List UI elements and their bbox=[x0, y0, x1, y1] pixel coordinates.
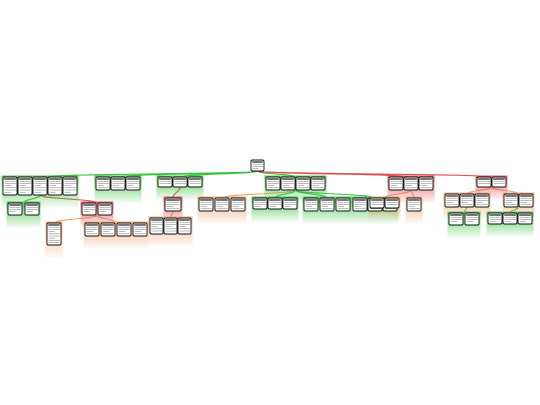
root-node[interactable] bbox=[250, 159, 265, 172]
node-g2-1[interactable] bbox=[95, 176, 111, 191]
node-g5a-2[interactable] bbox=[384, 197, 400, 209]
node-g2-2[interactable] bbox=[110, 176, 126, 191]
node-g4c-1[interactable] bbox=[303, 197, 319, 212]
node-g4a-2[interactable] bbox=[214, 197, 230, 212]
node-g1d-2[interactable] bbox=[100, 222, 116, 237]
node-g1b-1[interactable] bbox=[81, 202, 97, 216]
node-g3b-3[interactable] bbox=[177, 217, 192, 235]
node-g3-3[interactable] bbox=[187, 176, 203, 188]
node-g2-3[interactable] bbox=[125, 176, 141, 191]
node-g6a-2[interactable] bbox=[459, 193, 475, 208]
node-g1d-4[interactable] bbox=[132, 222, 148, 237]
node-g6c-1[interactable] bbox=[448, 212, 464, 226]
node-g4a-1[interactable] bbox=[198, 197, 214, 212]
node-g5-2[interactable] bbox=[403, 176, 419, 191]
node-g4a-3[interactable] bbox=[230, 197, 246, 212]
node-g1-5[interactable] bbox=[62, 176, 78, 196]
node-g5b-1[interactable] bbox=[406, 197, 422, 212]
node-g6d-2[interactable] bbox=[502, 212, 518, 225]
node-g6a-3[interactable] bbox=[474, 193, 490, 208]
node-g4b-3[interactable] bbox=[282, 197, 298, 210]
node-g4d-1[interactable] bbox=[352, 197, 368, 212]
node-g4c-2[interactable] bbox=[319, 197, 335, 212]
node-g6b-1[interactable] bbox=[503, 193, 519, 208]
node-g5a-1[interactable] bbox=[369, 197, 385, 209]
node-g1a-2[interactable] bbox=[24, 202, 40, 216]
node-g6d-3[interactable] bbox=[517, 212, 533, 225]
node-g5-3[interactable] bbox=[418, 176, 434, 191]
node-g3b-1[interactable] bbox=[149, 217, 164, 235]
nodes-layer bbox=[2, 159, 534, 246]
node-g1b-2[interactable] bbox=[97, 202, 113, 216]
node-g5-1[interactable] bbox=[388, 176, 404, 191]
node-g4-4[interactable] bbox=[310, 176, 326, 191]
node-g6c-2[interactable] bbox=[464, 212, 480, 226]
node-g6-1[interactable] bbox=[476, 176, 492, 188]
node-g4-2[interactable] bbox=[280, 176, 296, 191]
node-g3a-1[interactable] bbox=[164, 197, 182, 212]
node-g3-2[interactable] bbox=[172, 176, 188, 188]
node-g6d-1[interactable] bbox=[487, 212, 503, 225]
node-g1d-1[interactable] bbox=[84, 222, 100, 237]
node-g1c-1[interactable] bbox=[46, 222, 62, 246]
node-g1-3[interactable] bbox=[32, 176, 48, 196]
node-g1-2[interactable] bbox=[17, 176, 33, 196]
node-g6b-2[interactable] bbox=[518, 193, 534, 208]
node-g1-1[interactable] bbox=[2, 176, 18, 196]
node-g6-2[interactable] bbox=[491, 176, 507, 188]
node-g1a-1[interactable] bbox=[7, 202, 23, 216]
node-g1d-3[interactable] bbox=[116, 222, 132, 237]
node-g4-3[interactable] bbox=[295, 176, 311, 191]
node-g1-4[interactable] bbox=[47, 176, 63, 196]
node-g6a-1[interactable] bbox=[444, 193, 460, 208]
node-g4c-3[interactable] bbox=[335, 197, 351, 212]
node-g4b-1[interactable] bbox=[252, 197, 268, 210]
node-g3-1[interactable] bbox=[157, 176, 173, 188]
node-g4-1[interactable] bbox=[265, 176, 281, 191]
node-g4b-2[interactable] bbox=[267, 197, 283, 210]
node-g3b-2[interactable] bbox=[163, 217, 178, 235]
